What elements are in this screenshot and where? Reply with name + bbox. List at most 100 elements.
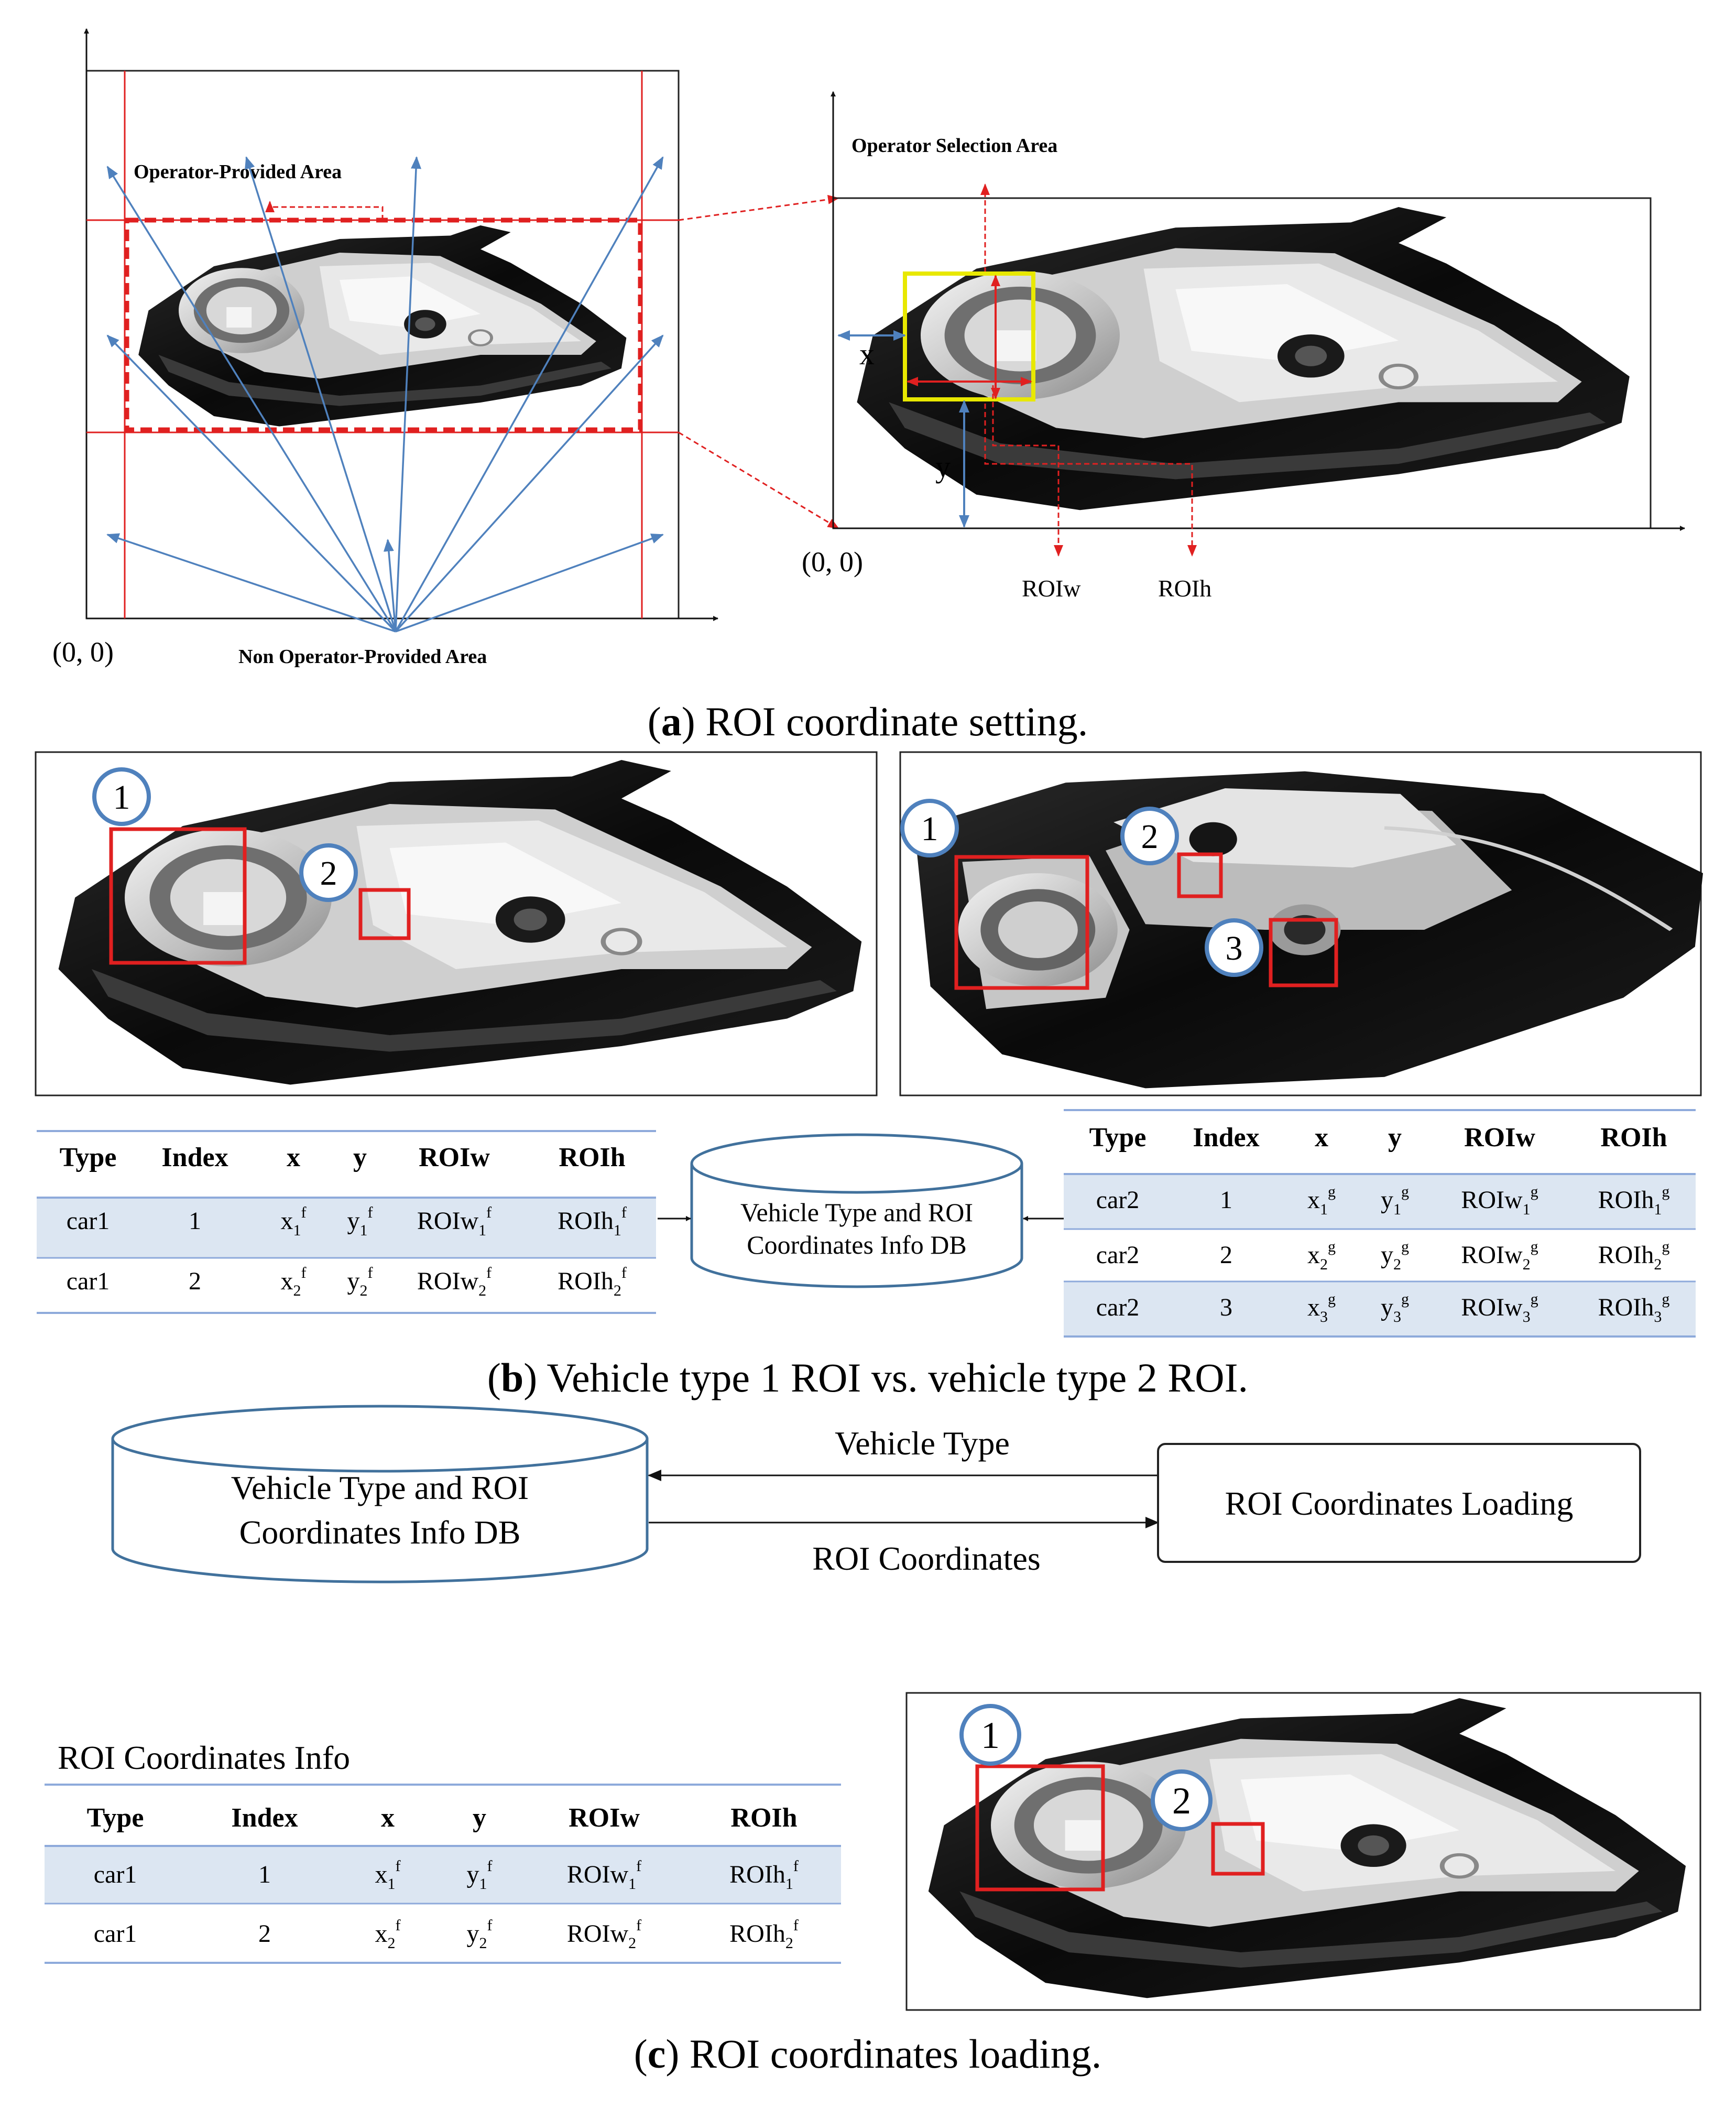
roi-coordinates-loading-label: ROI Coordinates Loading [1225, 1485, 1574, 1522]
t2-header-roih: ROIh [1600, 1123, 1667, 1153]
markers-type1: 1 2 [92, 767, 358, 902]
origin-right: (0, 0) [802, 546, 863, 578]
markers-type2: 1 2 3 [900, 799, 1263, 977]
caption-a: (a) ROI coordinate setting. [648, 699, 1088, 744]
t1-r1-x: x1f [281, 1204, 307, 1239]
db-cylinder-b: Vehicle Type and ROI Coordinates Info DB [690, 1133, 1023, 1288]
t1-r2-roiw: ROIw2f [417, 1264, 492, 1299]
roi-box-type2-3 [1269, 918, 1338, 987]
roi-box-c-2 [1211, 1822, 1265, 1876]
t2-r1-roih: ROIh1g [1598, 1183, 1670, 1218]
t3-r2-x: x2f [375, 1917, 401, 1952]
t2-header-y: y [1388, 1123, 1402, 1153]
t1-r2-index: 2 [189, 1267, 201, 1295]
t2-header-roiw: ROIw [1464, 1123, 1535, 1153]
blue-arrow-fan [106, 156, 664, 633]
marker-type1-2: 2 [320, 854, 337, 893]
db-b-line1: Vehicle Type and ROI [740, 1198, 973, 1227]
roi-box-type2-2 [1177, 852, 1223, 898]
t2-r1-type: car2 [1096, 1186, 1140, 1214]
table-type1: Type Index x y ROIw ROIh car1 1 x1f y1f … [37, 1130, 656, 1314]
t3-r2-roiw: ROIw2f [567, 1917, 641, 1952]
label-roih: ROIh [1158, 575, 1211, 602]
t2-r3-y: y3g [1381, 1290, 1409, 1325]
t2-r2-y: y2g [1381, 1238, 1409, 1273]
marker-type2-1: 1 [921, 810, 938, 848]
non-operator-area-label: Non Operator-Provided Area [238, 646, 487, 668]
roi-coordinates-info-title: ROI Coordinates Info [58, 1739, 350, 1776]
roi-box-c-1 [975, 1764, 1105, 1892]
headlamp-image-a-right [857, 207, 1629, 510]
t1-header-y: y [353, 1143, 367, 1172]
caption-b: (b) Vehicle type 1 ROI vs. vehicle type … [487, 1355, 1248, 1400]
connector-top [678, 194, 839, 221]
marker-type1-1: 1 [113, 778, 130, 817]
marker-c-2: 2 [1172, 1780, 1191, 1822]
t3-header-type: Type [87, 1803, 144, 1833]
t1-r2-y: y2f [347, 1264, 373, 1299]
t2-r3-roih: ROIh3g [1598, 1290, 1670, 1325]
roi-box-type2-1 [954, 855, 1089, 990]
t1-header-roiw: ROIw [419, 1143, 490, 1172]
t3-r1-roiw: ROIw1f [567, 1857, 641, 1893]
operator-area-leader [265, 201, 384, 220]
roi-coordinates-loading-box [1157, 1443, 1641, 1563]
t3-r2-index: 2 [258, 1920, 271, 1948]
db-cylinder-c: Vehicle Type and ROI Coordinates Info DB [111, 1405, 649, 1583]
t3-header-roiw: ROIw [569, 1803, 640, 1833]
t2-r2-x: x2g [1307, 1238, 1336, 1273]
t2-r3-roiw: ROIw3g [1461, 1290, 1538, 1325]
db-c-line2: Coordinates Info DB [239, 1514, 521, 1551]
t3-header-y: y [473, 1803, 486, 1833]
label-vehicle-type: Vehicle Type [835, 1425, 1010, 1462]
label-x: x [859, 337, 875, 371]
t2-r3-type: car2 [1096, 1294, 1140, 1321]
t2-r2-roih: ROIh2g [1598, 1238, 1670, 1273]
t3-r2-y: y2f [467, 1917, 493, 1952]
t3-r1-y: y1f [467, 1857, 493, 1893]
roih-leader [984, 404, 1197, 557]
t2-r3-index: 3 [1220, 1294, 1232, 1321]
t2-r2-index: 2 [1220, 1241, 1232, 1269]
t3-header-index: Index [231, 1803, 298, 1833]
t2-r1-roiw: ROIw1g [1461, 1183, 1538, 1218]
t3-r1-index: 1 [258, 1861, 271, 1888]
headlamp-image-a-left [138, 225, 626, 427]
label-y: y [935, 450, 951, 484]
t3-header-x: x [381, 1803, 395, 1833]
t1-r1-index: 1 [189, 1207, 201, 1235]
t1-header-roih: ROIh [559, 1143, 625, 1172]
operator-provided-area-box [124, 218, 643, 432]
t2-header-x: x [1315, 1123, 1328, 1153]
t3-r2-type: car1 [94, 1920, 137, 1948]
t1-r1-type: car1 [67, 1207, 110, 1235]
t1-r1-y: y1f [347, 1204, 373, 1239]
t2-r2-roiw: ROIw2g [1461, 1238, 1538, 1273]
caption-c: (c) ROI coordinates loading. [634, 2031, 1101, 2077]
t3-header-roih: ROIh [730, 1803, 797, 1833]
t2-r1-x: x1g [1307, 1183, 1336, 1218]
table-type2: Type Index x y ROIw ROIh car2 1 x1g y1g … [1064, 1109, 1696, 1338]
t1-r1-roih: ROIh1f [558, 1204, 627, 1239]
t2-r1-y: y1g [1381, 1183, 1409, 1218]
t3-r2-roih: ROIh2f [729, 1917, 799, 1952]
panel-c: Vehicle Type and ROI Coordinates Info DB… [45, 1405, 1701, 2077]
db-c-line1: Vehicle Type and ROI [231, 1469, 529, 1506]
label-roi-coordinates: ROI Coordinates [812, 1540, 1041, 1577]
roiw-leader [992, 385, 1063, 557]
operator-provided-area-label: Operator-Provided Area [134, 161, 342, 183]
t2-r2-type: car2 [1096, 1241, 1140, 1269]
t2-header-type: Type [1089, 1123, 1147, 1153]
t3-r1-type: car1 [94, 1861, 137, 1888]
label-roiw: ROIw [1022, 575, 1081, 602]
t1-r2-roih: ROIh2f [558, 1264, 627, 1299]
t1-header-index: Index [161, 1143, 228, 1172]
t2-r3-x: x3g [1307, 1290, 1336, 1325]
operator-selection-area-label: Operator Selection Area [851, 135, 1057, 157]
connector-bottom [678, 431, 839, 529]
marker-type2-2: 2 [1141, 818, 1159, 856]
db-b-line2: Coordinates Info DB [747, 1230, 966, 1259]
roi-box-type1-2 [358, 888, 411, 940]
marker-type2-3: 3 [1226, 929, 1243, 968]
